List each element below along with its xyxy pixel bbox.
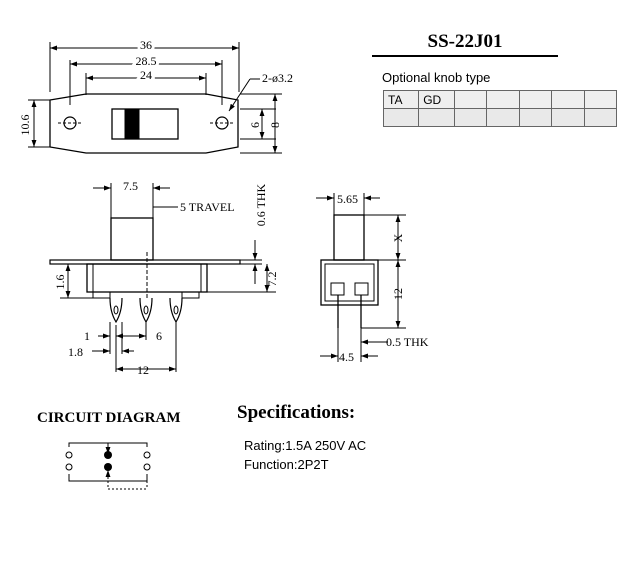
knob-table-cell: [382, 108, 420, 127]
terminal-dot: [65, 451, 73, 459]
model-number: SS-22J01: [372, 31, 558, 57]
terminal-dot: [143, 463, 151, 471]
dim-12-bottom-label: 12: [137, 363, 149, 377]
knob-table-cell: [551, 90, 585, 109]
thk-0-6-label: 0.6 THK: [254, 183, 268, 226]
side-view: [316, 193, 406, 362]
dim-6-label: 6: [248, 122, 262, 128]
knob-table-cell: [518, 108, 553, 127]
knob-table-cell: [551, 108, 585, 127]
circuit-diagram-title: CIRCUIT DIAGRAM: [37, 410, 181, 426]
dim-7-5-label: 7.5: [123, 179, 138, 193]
knob-table-row: [382, 108, 617, 127]
specifications-title: Specifications:: [237, 402, 356, 423]
dim-10-6-label: 10.6: [18, 115, 32, 136]
front-view: [49, 183, 276, 372]
common-terminal-dot: [104, 451, 112, 459]
thk-0-5-label: 0.5 THK: [386, 335, 429, 349]
dim-1-8-label: 1.8: [68, 345, 83, 359]
dim-36-label: 36: [140, 38, 152, 52]
knob-table-cell: [518, 90, 553, 109]
dim-5-65-label: 5.65: [337, 192, 358, 206]
dim-12-side-label: 12: [391, 288, 405, 300]
dim-1-6-label: 1.6: [53, 275, 67, 290]
side-view-labels: 5.65 X 12 0.5 THK 4.5: [337, 192, 429, 364]
knob-table-title: Optional knob type: [382, 70, 491, 85]
function-text: Function:2P2T: [244, 457, 329, 472]
dim-x-label: X: [391, 233, 405, 242]
dim-7-2-label: 7.2: [265, 272, 279, 287]
knob-table-cell: [486, 90, 520, 109]
knob-table-cell: GD: [418, 90, 456, 109]
dim-1-label: 1: [84, 329, 90, 343]
common-terminal-dot: [104, 463, 112, 471]
knob-table-cell: [486, 108, 520, 127]
knob-table-cell: [454, 108, 488, 127]
dim-4-5-label: 4.5: [339, 350, 354, 364]
terminal-dot: [143, 451, 151, 459]
knob-table-cell: [583, 90, 617, 109]
rating-text: Rating:1.5A 250V AC: [244, 438, 367, 453]
knob-table-cell: [583, 108, 617, 127]
knob-table-cell: [418, 108, 456, 127]
dim-8-label: 8: [268, 122, 282, 128]
hole-label: 2-ø3.2: [262, 71, 293, 85]
top-view: [28, 42, 282, 154]
top-view-labels: 36 28.5 24 2-ø3.2 10.6 6 8: [18, 35, 293, 136]
circuit-diagram: [65, 442, 151, 490]
dim-28-5-label: 28.5: [136, 54, 157, 68]
knob-table-cell: TA: [382, 90, 420, 109]
travel-label: 5 TRAVEL: [180, 200, 235, 214]
dim-24-label: 24: [140, 68, 152, 82]
dim-6-bottom-label: 6: [156, 329, 162, 343]
knob-table-cell: [454, 90, 488, 109]
terminal-dot: [65, 463, 73, 471]
front-view-labels: 7.5 5 TRAVEL 0.6 THK 7.2 1.6 1 6 1.8 12: [53, 179, 279, 377]
